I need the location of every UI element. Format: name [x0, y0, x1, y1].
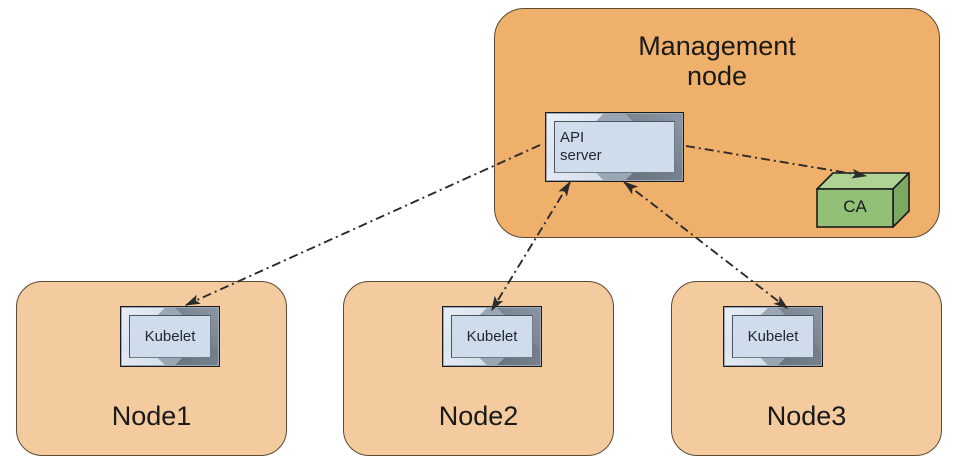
- node-container-3[interactable]: Kubelet Node3: [671, 281, 942, 456]
- ca-component[interactable]: CA: [815, 171, 911, 229]
- kubelet-label-1: Kubelet: [144, 327, 196, 345]
- management-node-label: Management node: [638, 31, 796, 92]
- ca-label: CA: [843, 197, 867, 216]
- kubelet-face-2: [451, 315, 533, 358]
- kubelet-component-2[interactable]: Kubelet: [442, 306, 542, 367]
- kubelet-label-2: Kubelet: [466, 327, 518, 345]
- management-node-container[interactable]: Management node API server CA: [494, 8, 940, 238]
- node-container-2[interactable]: Kubelet Node2: [343, 281, 614, 456]
- api-server-label: API server: [560, 129, 602, 164]
- kubelet-component-1[interactable]: Kubelet: [120, 306, 220, 367]
- api-server-component[interactable]: API server: [545, 112, 684, 182]
- kubelet-face-1: [129, 315, 211, 358]
- node-label-1: Node1: [111, 400, 192, 431]
- kubelet-label-3: Kubelet: [747, 327, 799, 345]
- ca-cuboid-shape: [816, 172, 910, 228]
- kubelet-component-3[interactable]: Kubelet: [723, 306, 823, 367]
- node-container-1[interactable]: Kubelet Node1: [16, 281, 287, 456]
- kubelet-face-3: [732, 315, 814, 358]
- api-server-face: [554, 121, 675, 173]
- node-label-2: Node2: [438, 400, 519, 431]
- node-label-3: Node3: [766, 400, 847, 431]
